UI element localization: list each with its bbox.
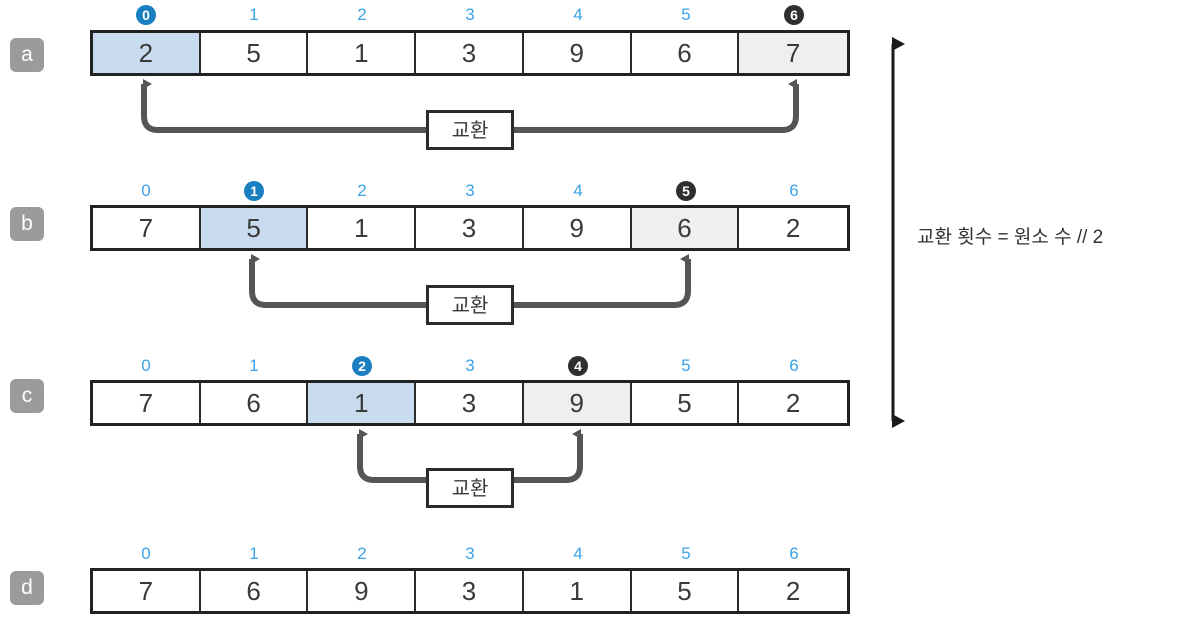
array-row-d: 7 6 9 3 1 5 2 <box>90 568 850 614</box>
array-cell: 1 <box>308 208 417 248</box>
range-arrow-vertical <box>891 37 905 428</box>
array-cell: 5 <box>200 33 309 73</box>
array-cell: 5 <box>631 571 740 611</box>
array-cell: 6 <box>200 571 309 611</box>
index-label-a-1: 1 <box>249 5 259 24</box>
array-row-b: 7 5 1 3 9 6 2 <box>90 205 850 251</box>
index-label-b-2: 2 <box>357 181 367 200</box>
index-label-d-4: 4 <box>573 544 583 563</box>
index-badge-a-dark: 6 <box>784 5 804 25</box>
index-label-d-1: 1 <box>249 544 259 563</box>
index-label-b-6: 6 <box>789 181 799 200</box>
index-badge-c-blue: 2 <box>352 356 372 376</box>
index-label-b-4: 4 <box>573 181 583 200</box>
index-label-a-3: 3 <box>465 5 475 24</box>
array-row-c: 7 6 1 3 9 5 2 <box>90 380 850 426</box>
array-cell: 7 <box>93 383 201 423</box>
array-cell: 9 <box>523 33 632 73</box>
swap-label-c: 교환 <box>426 468 514 508</box>
array-cell: 3 <box>416 383 524 423</box>
index-label-d-2: 2 <box>357 544 367 563</box>
array-cell: 2 <box>739 208 848 248</box>
index-label-d-6: 6 <box>789 544 799 563</box>
array-cell: 7 <box>93 571 201 611</box>
array-row-a: 2 5 1 3 9 6 7 <box>90 30 850 76</box>
array-cell: 2 <box>739 383 848 423</box>
array-cell: 3 <box>416 33 524 73</box>
array-cell: 9 <box>523 383 632 423</box>
array-cell: 5 <box>631 383 740 423</box>
index-label-a-4: 4 <box>573 5 583 24</box>
array-cell: 2 <box>739 571 848 611</box>
array-cell: 3 <box>416 208 524 248</box>
swap-label-a: 교환 <box>426 110 514 150</box>
array-cell: 9 <box>523 208 632 248</box>
index-label-c-3: 3 <box>465 356 475 375</box>
index-badge-b-blue: 1 <box>244 181 264 201</box>
row-label-d: d <box>10 571 44 605</box>
index-label-b-0: 0 <box>141 181 151 200</box>
index-label-d-0: 0 <box>141 544 151 563</box>
index-badge-a-blue: 0 <box>136 5 156 25</box>
row-label-b: b <box>10 207 44 241</box>
index-label-c-5: 5 <box>681 356 691 375</box>
array-cell: 5 <box>200 208 309 248</box>
index-label-a-5: 5 <box>681 5 691 24</box>
index-label-a-2: 2 <box>357 5 367 24</box>
array-cell: 1 <box>308 33 417 73</box>
array-cell: 3 <box>416 571 524 611</box>
array-cell: 7 <box>93 208 201 248</box>
array-cell: 6 <box>631 208 740 248</box>
swap-label-b: 교환 <box>426 285 514 325</box>
index-badge-c-dark: 4 <box>568 356 588 376</box>
array-cell: 6 <box>631 33 740 73</box>
index-label-b-3: 3 <box>465 181 475 200</box>
index-badge-b-dark: 5 <box>676 181 696 201</box>
array-cell: 2 <box>93 33 201 73</box>
index-label-c-1: 1 <box>249 356 259 375</box>
index-label-d-3: 3 <box>465 544 475 563</box>
index-label-c-6: 6 <box>789 356 799 375</box>
swap-count-formula: 교환 횟수 = 원소 수 // 2 <box>917 227 1104 248</box>
array-cell: 7 <box>739 33 848 73</box>
array-cell: 9 <box>308 571 417 611</box>
array-cell: 6 <box>200 383 309 423</box>
index-label-c-0: 0 <box>141 356 151 375</box>
array-cell: 1 <box>523 571 632 611</box>
row-label-a: a <box>10 38 44 72</box>
array-cell: 1 <box>308 383 417 423</box>
index-label-d-5: 5 <box>681 544 691 563</box>
row-label-c: c <box>10 379 44 413</box>
